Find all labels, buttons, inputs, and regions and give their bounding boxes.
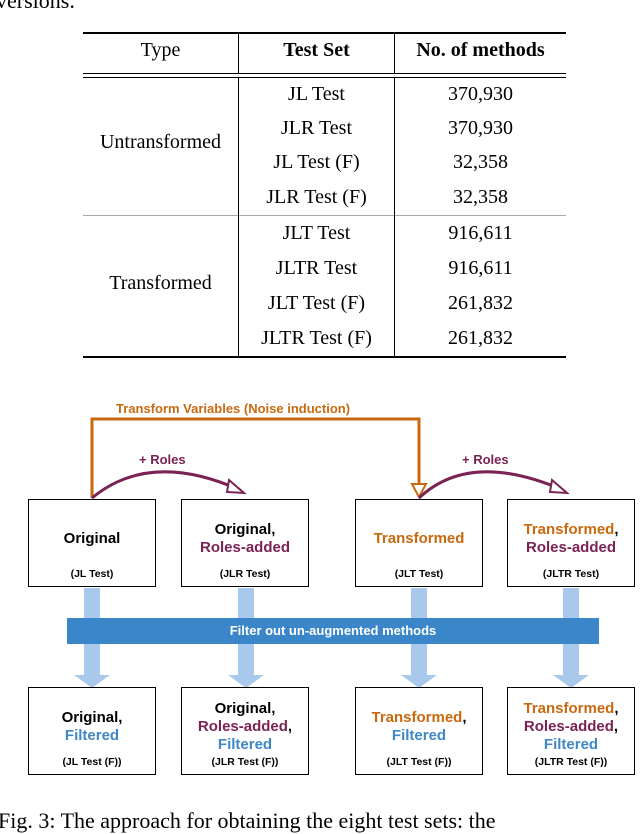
box-line: Transformed [373, 530, 465, 547]
table-cell-test-set: JLT Test (F) [267, 292, 366, 314]
table-cell-methods: 32,358 [453, 186, 508, 208]
table-cell-test-set: JL Test (F) [273, 151, 360, 173]
box-line: Roles-added [199, 539, 290, 556]
header-type: Type [140, 39, 181, 61]
header-no-of-methods: No. of methods [416, 39, 545, 61]
figure-caption: Fig. 3: The approach for obtaining the e… [0, 808, 496, 833]
box-test-name: (JLR Test (F)) [211, 756, 279, 768]
box-line: Transformed, [523, 521, 619, 538]
box-original-roles-added: Original, Roles-added (JLR Test) [181, 499, 309, 587]
table-bottom-rule [83, 356, 566, 358]
box-test-name: (JLTR Test (F)) [534, 756, 608, 768]
table-cell-test-set: JLTR Test (F) [261, 327, 372, 349]
box-line: Filtered [64, 727, 120, 744]
filter-bar: Filter out un-augmented methods [67, 618, 599, 644]
box-test-name: (JLT Test) [394, 568, 444, 580]
box-original-filtered: Original, Filtered (JL Test (F)) [28, 687, 156, 775]
pipeline-diagram: Transform Variables (Noise induction) + … [0, 390, 640, 820]
table-cell-methods: 916,611 [448, 257, 513, 279]
table-cell-test-set: JLR Test (F) [266, 186, 367, 208]
box-line: Roles-added, [523, 718, 619, 735]
table-header-rule-1 [83, 73, 566, 75]
table-top-rule [83, 32, 566, 34]
box-transformed: Transformed (JLT Test) [355, 499, 483, 587]
roles-curve-2 [417, 470, 564, 500]
group-type-transformed: Transformed [109, 272, 212, 294]
roles-label-2: + Roles [462, 452, 509, 467]
table-cell-test-set: JLTR Test [275, 257, 358, 279]
roles-arrowhead-2 [548, 478, 570, 495]
table-header-rule-2 [83, 77, 566, 79]
box-test-name: (JL Test (F)) [62, 756, 122, 768]
box-transformed-roles-added-filtered: Transformed, Roles-added, Filtered (JLTR… [507, 687, 635, 775]
table-vline-1-body [238, 78, 239, 356]
box-line: Original [63, 530, 121, 547]
roles-label-1: + Roles [139, 452, 186, 467]
box-original-roles-added-filtered: Original, Roles-added, Filtered (JLR Tes… [181, 687, 309, 775]
table-cell-methods: 261,832 [448, 327, 513, 349]
table-cell-methods: 370,930 [448, 83, 513, 105]
box-line: Transformed, [523, 700, 619, 717]
box-test-name: (JLR Test) [219, 568, 271, 580]
table-group-divider [83, 215, 566, 216]
box-test-name: (JL Test) [70, 568, 114, 580]
box-original: Original (JL Test) [28, 499, 156, 587]
group-type-untransformed: Untransformed [99, 131, 222, 153]
box-line: Original, [214, 700, 276, 717]
box-line: Transformed, [371, 709, 467, 726]
box-line: Filtered [217, 736, 273, 753]
box-line: Roles-added [525, 539, 616, 556]
table-cell-test-set: JLT Test [282, 222, 351, 244]
roles-curve-1 [91, 470, 241, 500]
table-vline-1-header [238, 32, 239, 73]
table-vline-2-header [394, 32, 395, 73]
header-test-set: Test Set [283, 39, 350, 61]
box-test-name: (JLTR Test) [542, 568, 600, 580]
table-cell-test-set: JLR Test [280, 117, 352, 139]
intro-text: versions. [0, 0, 75, 13]
transform-arrowhead [410, 483, 428, 500]
table-cell-methods: 261,832 [448, 292, 513, 314]
box-test-name: (JLT Test (F)) [386, 756, 452, 768]
box-line: Roles-added, [197, 718, 293, 735]
table-cell-test-set: JL Test [288, 83, 345, 105]
table-cell-methods: 916,611 [448, 222, 513, 244]
transform-path [90, 417, 421, 498]
table-cell-methods: 370,930 [448, 117, 513, 139]
box-line: Original, [61, 709, 123, 726]
box-line: Filtered [391, 727, 447, 744]
table-vline-2-body [394, 78, 395, 356]
box-transformed-filtered: Transformed, Filtered (JLT Test (F)) [355, 687, 483, 775]
box-line: Filtered [543, 736, 599, 753]
transform-variables-label: Transform Variables (Noise induction) [116, 401, 351, 416]
roles-arrowhead-1 [225, 478, 247, 495]
table-cell-methods: 32,358 [453, 151, 508, 173]
box-line: Original, [214, 521, 276, 538]
box-transformed-roles-added: Transformed, Roles-added (JLTR Test) [507, 499, 635, 587]
